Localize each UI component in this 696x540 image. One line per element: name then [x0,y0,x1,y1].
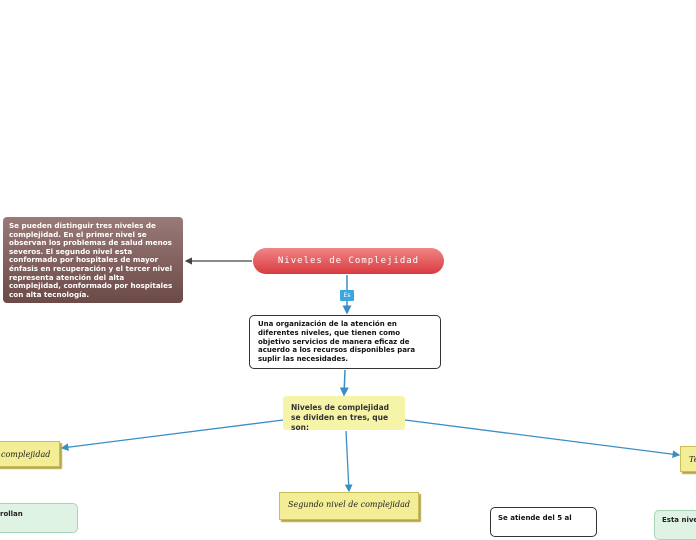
relation-label[interactable]: Es [340,290,354,301]
second-level-child[interactable]: Se atiende del 5 al [490,507,597,537]
description-note[interactable]: Se pueden distinguir tres niveles de com… [3,217,183,303]
line-def-divide [339,369,349,397]
definition-node[interactable]: Una organización de la atención en difer… [249,315,441,369]
line-divide-level1 [60,419,284,452]
root-topic[interactable]: Niveles de Complejidad [253,248,444,274]
third-level-node[interactable]: Te [680,446,696,472]
line-divide-level2 [344,430,353,493]
third-level-child[interactable]: Esta nive [654,510,696,540]
second-level-node[interactable]: Segundo nivel de complejidad [279,492,419,520]
line-divide-level3 [404,419,681,459]
first-level-node[interactable]: complejidad [0,441,60,467]
first-level-child[interactable]: rollan [0,503,78,533]
divide-node[interactable]: Niveles de complejidad se dividen en tre… [283,396,405,432]
connector-lines [60,257,681,493]
